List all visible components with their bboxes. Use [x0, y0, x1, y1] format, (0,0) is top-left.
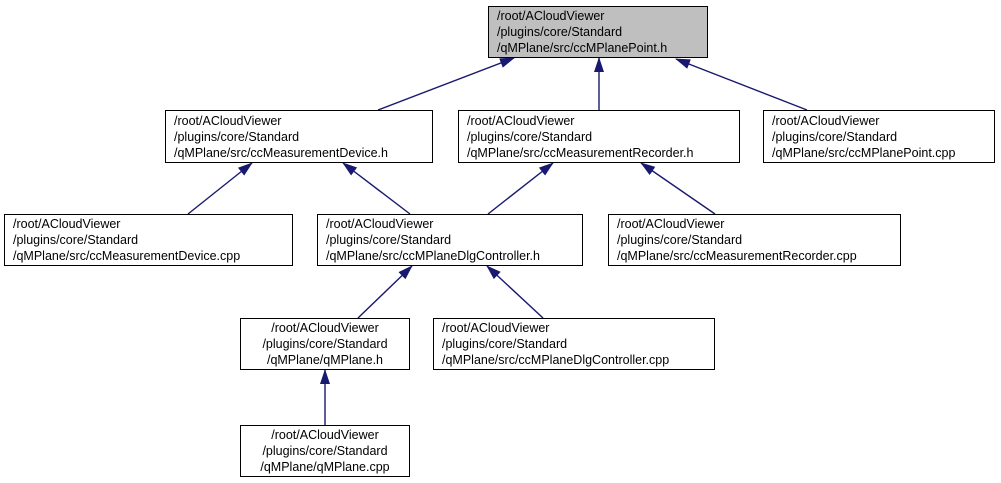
graph-node-ccmplanepoint-cpp[interactable]: /root/ACloudViewer/plugins/core/Standard… [763, 110, 995, 163]
node-label-line: /root/ACloudViewer [467, 113, 575, 128]
node-label-line: /qMPlane/src/ccMeasurementRecorder.h [467, 145, 694, 160]
node-label-line: /root/ACloudViewer [13, 217, 121, 231]
node-label-line: /root/ACloudViewer [772, 113, 880, 128]
node-label-line: /plugins/core/Standard [617, 233, 743, 247]
node-label-line: /qMPlane/qMPlane.cpp [260, 460, 390, 474]
node-label-line: /qMPlane/src/ccMeasurementDevice.cpp [13, 249, 241, 263]
node-label-line: /qMPlane/src/ccMeasurementDevice.h [174, 145, 388, 160]
node-label-line: /plugins/core/Standard [772, 129, 898, 144]
graph-node-ccmplanepoint-h[interactable]: /root/ACloudViewer/plugins/core/Standard… [488, 6, 708, 58]
node-label-line: /root/ACloudViewer [326, 217, 434, 231]
node-label-line: /plugins/core/Standard [262, 444, 388, 458]
include-edge-ccmeasurementdevice-h-to-ccmplanepoint-h [377, 57, 515, 111]
graph-node-ccmeasurementdevice-cpp[interactable]: /root/ACloudViewer/plugins/core/Standard… [4, 214, 293, 266]
node-label-line: /qMPlane/src/ccMPlaneDlgController.cpp [442, 353, 670, 367]
node-label-line: /plugins/core/Standard [326, 233, 452, 247]
node-label-line: /plugins/core/Standard [13, 233, 139, 247]
node-label-line: /qMPlane/src/ccMPlaneDlgController.h [326, 249, 540, 263]
include-edge-ccmplanedlgcontroller-h-to-ccmeasurementdevice-h [342, 162, 411, 215]
node-label-line: /root/ACloudViewer [617, 217, 725, 231]
include-edge-ccmplanedlgcontroller-cpp-to-ccmplanedlgcontroller-h [486, 265, 544, 319]
graph-node-ccmeasurementrecorder-cpp[interactable]: /root/ACloudViewer/plugins/core/Standard… [608, 214, 901, 266]
graph-node-qmplane-cpp[interactable]: /root/ACloudViewer/plugins/core/Standard… [240, 425, 410, 477]
node-label-line: /plugins/core/Standard [174, 129, 300, 144]
graph-node-ccmplanedlgcontroller-h[interactable]: /root/ACloudViewer/plugins/core/Standard… [317, 214, 583, 266]
include-edge-ccmplanedlgcontroller-h-to-ccmeasurementrecorder-h [487, 162, 554, 215]
node-label-line: /root/ACloudViewer [174, 113, 282, 128]
node-label-line: /plugins/core/Standard [262, 337, 388, 351]
node-label-line: /root/ACloudViewer [271, 321, 379, 335]
include-edge-ccmeasurementrecorder-cpp-to-ccmeasurementrecorder-h [640, 162, 716, 215]
include-edge-ccmeasurementdevice-cpp-to-ccmeasurementdevice-h [187, 162, 253, 215]
node-label-line: /root/ACloudViewer [497, 9, 605, 23]
node-label-line: /plugins/core/Standard [467, 129, 593, 144]
include-edge-qmplane-h-to-ccmplanedlgcontroller-h [357, 265, 413, 319]
graph-node-ccmeasurementrecorder-h[interactable]: /root/ACloudViewer/plugins/core/Standard… [458, 110, 740, 163]
graph-node-qmplane-h[interactable]: /root/ACloudViewer/plugins/core/Standard… [240, 318, 410, 370]
node-label-line: /root/ACloudViewer [442, 321, 550, 335]
node-label-line: /plugins/core/Standard [497, 25, 623, 39]
node-label-line: /qMPlane/qMPlane.h [266, 353, 384, 367]
node-label-line: /qMPlane/src/ccMPlanePoint.cpp [772, 145, 956, 160]
include-edge-ccmplanepoint-cpp-to-ccmplanepoint-h [675, 58, 808, 111]
node-label-line: /qMPlane/src/ccMeasurementRecorder.cpp [617, 249, 857, 263]
node-label-line: /root/ACloudViewer [271, 428, 379, 442]
node-label-line: /plugins/core/Standard [442, 337, 568, 351]
node-label-line: /qMPlane/src/ccMPlanePoint.h [497, 41, 668, 55]
graph-node-ccmplanedlgcontroller-cpp[interactable]: /root/ACloudViewer/plugins/core/Standard… [433, 318, 715, 370]
graph-node-ccmeasurementdevice-h[interactable]: /root/ACloudViewer/plugins/core/Standard… [165, 110, 433, 163]
